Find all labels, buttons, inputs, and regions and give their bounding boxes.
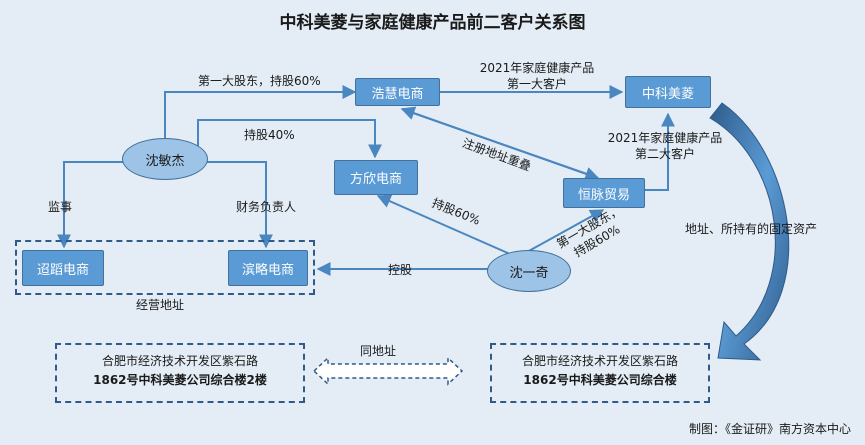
address-right-text: 合肥市经济技术开发区紫石路 1862号中科美菱公司综合楼	[490, 352, 710, 390]
address-right-line1: 合肥市经济技术开发区紫石路	[521, 354, 678, 368]
same-address-arrow	[312, 356, 464, 386]
label-smj-haohui: 第一大股东，持股60%	[198, 74, 321, 88]
label-haohui-zkml-line2: 第一大客户	[506, 77, 567, 91]
label-finance: 财务负责人	[236, 200, 297, 214]
node-binlue: 滨略电商	[228, 250, 308, 286]
node-tiaodao: 迢蹈电商	[22, 250, 104, 286]
label-haohui-zkml-line1: 2021年家庭健康产品	[479, 61, 595, 75]
edge-syq-hengmai	[526, 209, 605, 253]
label-supervisor: 监事	[48, 200, 73, 214]
address-left-line2: 1862号中科美菱公司综合楼2楼	[93, 373, 267, 387]
node-shenyiqi: 沈一奇	[487, 250, 571, 292]
edge-smj-tiaodao	[57, 161, 130, 249]
edge-smj-fangxin	[197, 119, 382, 159]
label-biz-addr: 经营地址	[136, 298, 185, 312]
node-zkml: 中科美菱	[625, 76, 711, 108]
edge-syq-fangxin	[376, 194, 511, 255]
address-right-line2: 1862号中科美菱公司综合楼	[523, 373, 677, 387]
node-fangxin: 方欣电商	[334, 160, 418, 195]
label-asset: 地址、所持有的固定资产	[685, 222, 818, 236]
edge-hengmai-zkml	[645, 112, 675, 191]
label-control: 控股	[388, 263, 413, 277]
edge-smj-binlue	[200, 161, 273, 249]
curved-arrow	[709, 102, 790, 361]
label-hengmai-zkml-line1: 2021年家庭健康产品	[607, 131, 723, 145]
address-left-line1: 合肥市经济技术开发区紫石路	[101, 354, 258, 368]
node-hengmai: 恒脉贸易	[563, 178, 645, 208]
label-smj-fangxin: 持股40%	[244, 128, 295, 142]
edge-smj-haohui	[164, 85, 357, 138]
address-left	[55, 343, 305, 403]
address-right	[490, 343, 710, 403]
label-haohui-zkml: 2021年家庭健康产品 第一大客户	[462, 60, 612, 92]
label-hengmai-zkml-line2: 第二大客户	[634, 147, 695, 161]
node-haohui: 浩慧电商	[355, 78, 440, 106]
label-same-addr: 同地址	[360, 344, 397, 358]
credit-text: 制图：《金证研》南方资本中心	[688, 422, 851, 436]
page-title: 中科美菱与家庭健康产品前二客户关系图	[279, 13, 586, 33]
label-hengmai-zkml: 2021年家庭健康产品 第二大客户	[590, 130, 740, 162]
node-shenminjie: 沈敏杰	[122, 138, 208, 180]
group-tiaodao-binlue	[15, 240, 315, 295]
address-left-text: 合肥市经济技术开发区紫石路 1862号中科美菱公司综合楼2楼	[55, 352, 305, 390]
